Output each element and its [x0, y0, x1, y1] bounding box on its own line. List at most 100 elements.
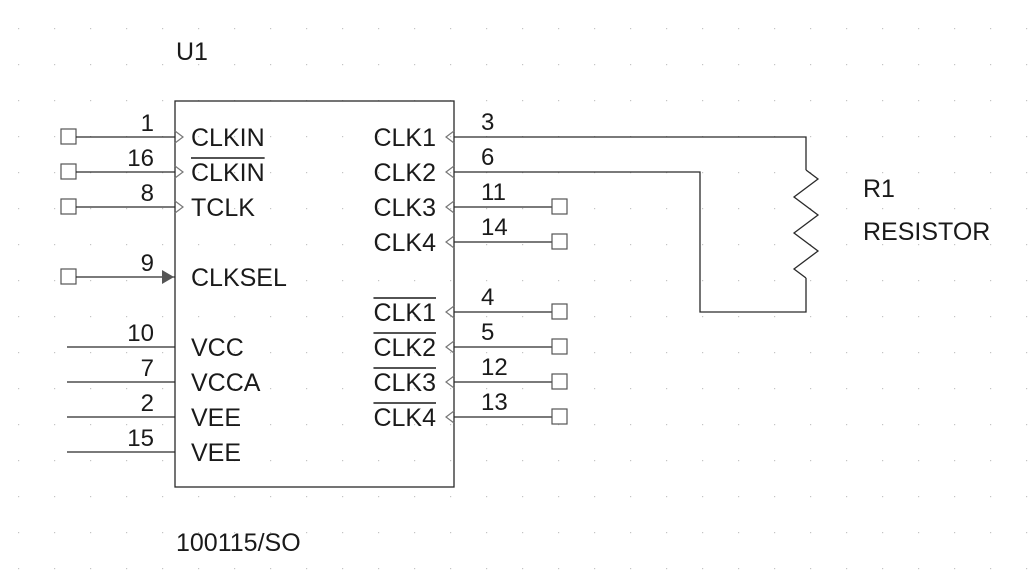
grid-dot — [810, 100, 812, 102]
grid-dot — [918, 388, 920, 390]
grid-dot — [738, 316, 740, 318]
grid-dot — [846, 352, 848, 354]
grid-dot — [18, 496, 20, 498]
grid-dot — [774, 388, 776, 390]
grid-dot — [162, 568, 164, 570]
grid-dot — [738, 496, 740, 498]
grid-dot — [666, 460, 668, 462]
grid-dot — [54, 460, 56, 462]
terminal-box[interactable] — [60, 268, 77, 285]
grid-dot — [378, 136, 380, 138]
grid-dot — [90, 532, 92, 534]
grid-dot — [198, 244, 200, 246]
terminal-box[interactable] — [551, 408, 568, 425]
u1-body[interactable] — [174, 100, 455, 488]
grid-dot — [990, 352, 992, 354]
grid-dot — [738, 100, 740, 102]
grid-dot — [234, 460, 236, 462]
grid-dot — [342, 28, 344, 30]
grid-dot — [990, 424, 992, 426]
grid-dot — [90, 352, 92, 354]
r1-resistor-symbol[interactable] — [792, 169, 820, 279]
terminal-box[interactable] — [551, 373, 568, 390]
terminal-box[interactable] — [551, 198, 568, 215]
terminal-box[interactable] — [60, 128, 77, 145]
grid-dot — [954, 460, 956, 462]
grid-dot — [306, 280, 308, 282]
grid-dot — [18, 172, 20, 174]
grid-dot — [666, 280, 668, 282]
grid-dot — [810, 460, 812, 462]
pin-number: 7 — [141, 355, 154, 382]
grid-dot — [18, 568, 20, 570]
grid-dot — [918, 136, 920, 138]
grid-dot — [306, 28, 308, 30]
grid-dot — [378, 280, 380, 282]
grid-dot — [270, 136, 272, 138]
grid-dot — [126, 64, 128, 66]
grid-dot — [90, 316, 92, 318]
grid-dot — [90, 244, 92, 246]
grid-dot — [378, 352, 380, 354]
clock-input-icon — [174, 165, 184, 179]
grid-dot — [702, 352, 704, 354]
grid-dot — [270, 496, 272, 498]
grid-dot — [162, 100, 164, 102]
grid-dot — [774, 352, 776, 354]
grid-dot — [558, 496, 560, 498]
pin-name: CLK2 — [373, 334, 436, 362]
grid-dot — [270, 28, 272, 30]
grid-dot — [810, 64, 812, 66]
grid-dot — [630, 460, 632, 462]
grid-dot — [234, 172, 236, 174]
grid-dot — [126, 100, 128, 102]
grid-dot — [774, 424, 776, 426]
grid-dot — [630, 208, 632, 210]
grid-dot — [810, 136, 812, 138]
net-clk2-to-r1[interactable] — [454, 171, 807, 313]
terminal-box[interactable] — [551, 303, 568, 320]
grid-dot — [594, 64, 596, 66]
net-clk1-to-r1[interactable] — [454, 136, 807, 170]
terminal-box[interactable] — [551, 233, 568, 250]
terminal-box[interactable] — [60, 163, 77, 180]
grid-dot — [342, 424, 344, 426]
grid-dot — [990, 316, 992, 318]
grid-dot — [846, 28, 848, 30]
grid-dot — [846, 172, 848, 174]
grid-dot — [342, 388, 344, 390]
terminal-box[interactable] — [60, 198, 77, 215]
grid-dot — [846, 532, 848, 534]
pin-name: CLK3 — [373, 194, 436, 222]
grid-dot — [774, 496, 776, 498]
grid-dot — [990, 244, 992, 246]
grid-dot — [198, 64, 200, 66]
grid-dot — [18, 28, 20, 30]
grid-dot — [126, 532, 128, 534]
grid-dot — [666, 316, 668, 318]
terminal-box[interactable] — [551, 338, 568, 355]
grid-dot — [90, 496, 92, 498]
grid-dot — [1026, 568, 1028, 570]
grid-dot — [234, 244, 236, 246]
grid-dot — [90, 568, 92, 570]
grid-dot — [54, 424, 56, 426]
grid-dot — [126, 316, 128, 318]
